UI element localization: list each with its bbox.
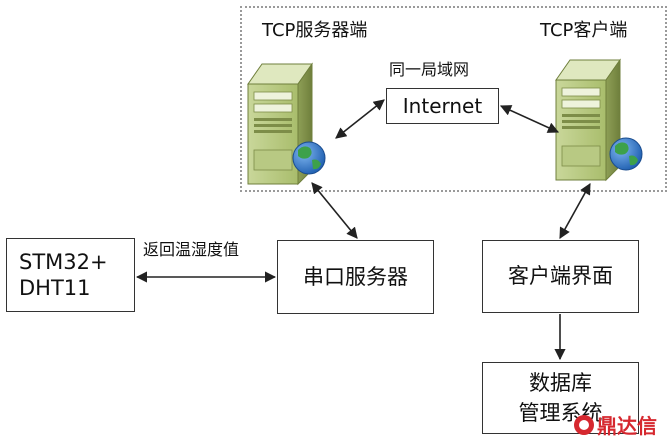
- globe-icon: [292, 141, 326, 175]
- database-text: 数据库: [529, 370, 592, 395]
- internet-text: Internet: [402, 93, 483, 118]
- serial-server-text: 串口服务器: [303, 264, 408, 289]
- arrow-server-internet: [335, 99, 385, 139]
- return-temp-humidity-label: 返回温湿度值: [143, 240, 240, 259]
- stm32-text: STM32+: [19, 249, 108, 274]
- arrow-internet-client: [499, 105, 560, 133]
- lan-dashed-region: [240, 6, 667, 192]
- client-ui-box: 客户端界面: [482, 240, 639, 313]
- server-tower-icon: [247, 62, 313, 186]
- arrow-client-server-clientui: [559, 183, 591, 239]
- lan-label: 同一局域网: [389, 60, 470, 79]
- client-ui-text: 客户端界面: [508, 264, 613, 289]
- arrow-server-serial: [311, 182, 358, 239]
- tcp-client-label: TCP客户端: [540, 20, 628, 41]
- serial-server-box: 串口服务器: [277, 240, 434, 314]
- stm32-dht11-box: STM32+ DHT11: [6, 238, 135, 312]
- server-tower-icon: [555, 58, 621, 182]
- tcp-server-label: TCP服务器端: [262, 20, 368, 41]
- internet-box: Internet: [386, 88, 499, 124]
- watermark-text: 鼎达信: [597, 414, 657, 438]
- watermark-logo: 鼎达信: [574, 410, 657, 439]
- globe-icon: [609, 137, 643, 171]
- dht11-text: DHT11: [19, 276, 91, 300]
- watermark-icon: [574, 414, 594, 435]
